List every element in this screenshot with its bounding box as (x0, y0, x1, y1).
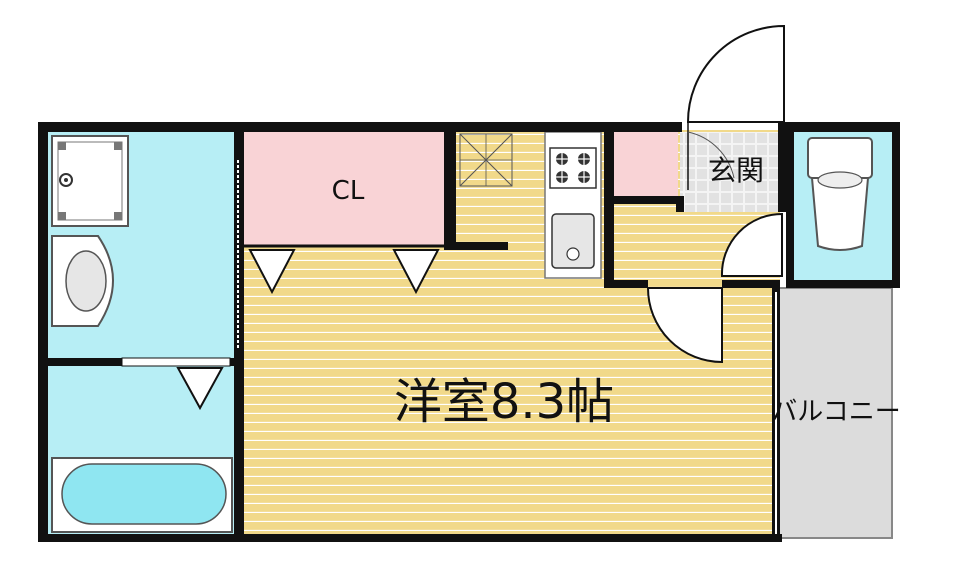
room-door-swing (646, 287, 723, 364)
entrance-floor (680, 132, 782, 212)
balcony-label: バルコニー (771, 397, 900, 427)
closet-label: CL (332, 176, 365, 206)
shoe-closet (612, 132, 678, 196)
balcony-area (777, 287, 893, 539)
entrance-door-swing (686, 24, 785, 123)
closet-doors (248, 249, 440, 295)
stove-icon (549, 147, 597, 189)
sink-icon (551, 213, 595, 269)
main-room-label: 洋室8.3帖 (394, 374, 614, 430)
bath-door (176, 367, 224, 411)
toilet-door-swing (720, 212, 783, 277)
closet-area (244, 132, 448, 246)
entrance-label: 玄関 (708, 154, 764, 187)
